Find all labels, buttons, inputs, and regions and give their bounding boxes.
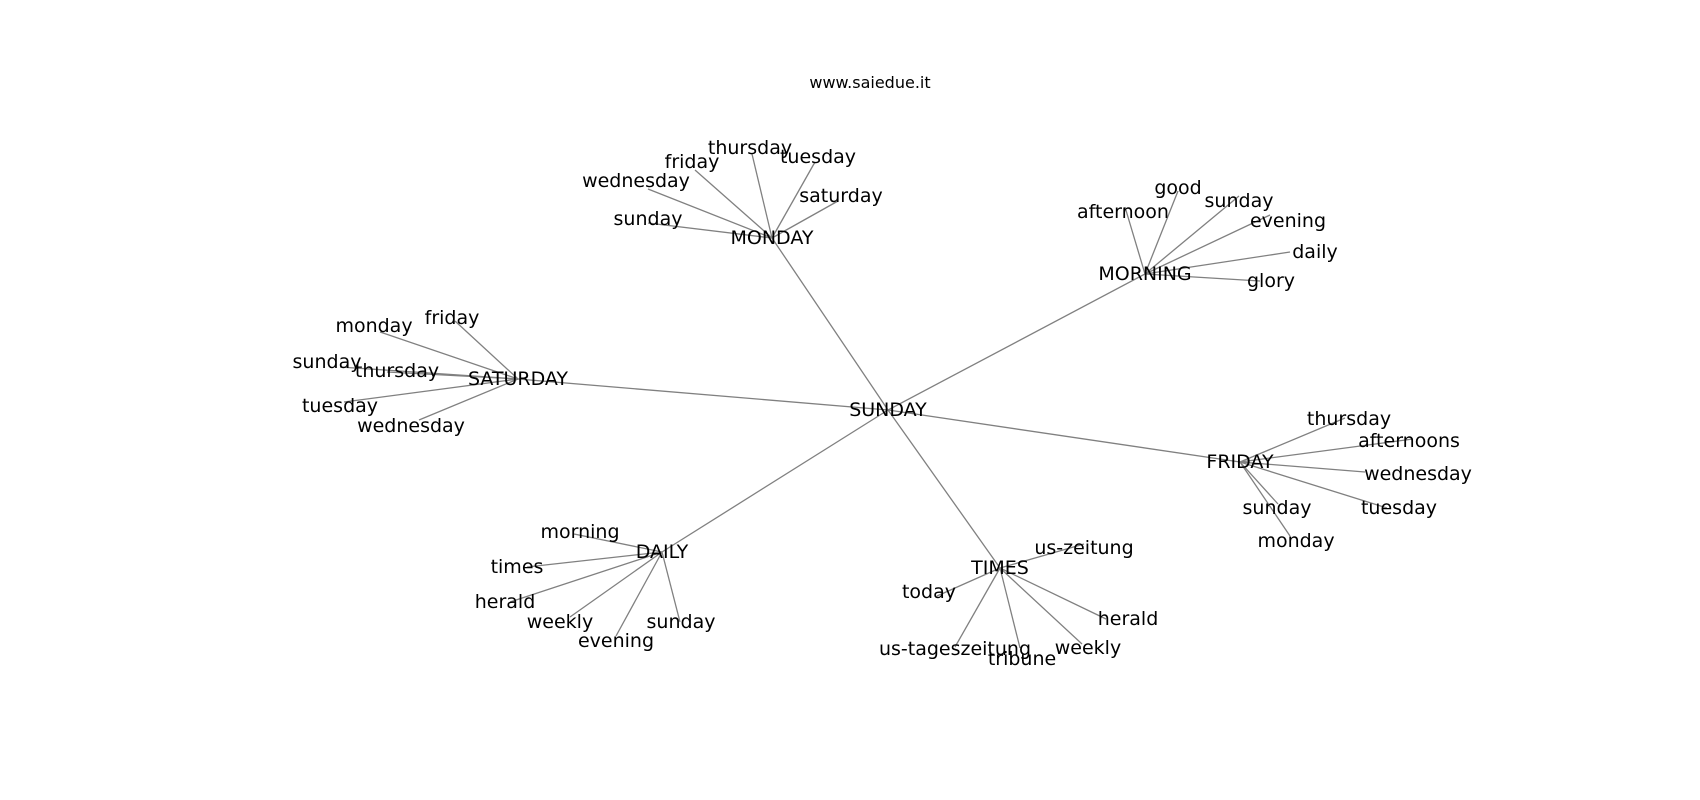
leaf-node-label: herald xyxy=(475,591,536,613)
edge-hub-to-leaf xyxy=(999,567,1107,620)
edge-hub-to-leaf xyxy=(999,567,1083,645)
edge-hub-to-leaf xyxy=(615,551,663,637)
hub-node-label: FRIDAY xyxy=(1206,451,1274,473)
site-caption: www.saiedue.it xyxy=(809,73,930,92)
leaf-node-label: monday xyxy=(335,315,412,337)
edge-hub-to-leaf xyxy=(509,551,663,603)
edge-hub-to-leaf xyxy=(1144,190,1179,275)
leaf-node-label: good xyxy=(1154,177,1201,199)
edge-root-to-hub xyxy=(887,409,1241,463)
edge-root-to-hub xyxy=(887,409,1001,569)
edge-hub-to-leaf xyxy=(573,533,663,553)
leaf-node-label: afternoon xyxy=(1077,201,1169,223)
leaf-node-label: saturday xyxy=(799,185,882,207)
edge-hub-to-leaf xyxy=(1144,214,1271,275)
leaf-node-label: wednesday xyxy=(357,415,465,437)
leaf-node-label: sunday xyxy=(1243,497,1312,519)
leaf-node-label: wednesday xyxy=(582,170,690,192)
edge-hub-to-leaf xyxy=(1239,461,1366,473)
edge-hub-to-leaf xyxy=(1239,461,1279,505)
leaf-node-label: afternoons xyxy=(1358,430,1460,452)
leaf-node-label: thursday xyxy=(1307,408,1391,430)
edge-hub-to-leaf xyxy=(1239,461,1388,509)
edge-hub-to-leaf xyxy=(647,222,773,239)
edge-hub-to-leaf xyxy=(771,200,839,239)
leaf-node-label: tribune xyxy=(988,648,1056,670)
leaf-node-label: friday xyxy=(665,151,720,173)
leaf-node-label: thursday xyxy=(708,137,792,159)
edge-hub-to-leaf xyxy=(1239,461,1291,537)
edge-root-to-hub xyxy=(887,273,1146,411)
leaf-node-label: tuesday xyxy=(302,395,378,417)
hub-node-label: SATURDAY xyxy=(468,368,568,390)
edge-hub-to-leaf xyxy=(936,567,1001,597)
edge-hub-to-leaf xyxy=(751,153,773,239)
edge-hub-to-leaf xyxy=(454,320,519,380)
edge-hub-to-leaf xyxy=(954,567,1001,648)
leaf-node-label: today xyxy=(902,581,956,603)
leaf-node-label: sunday xyxy=(1205,190,1274,212)
edge-hub-to-leaf xyxy=(379,331,519,380)
edge-root-to-hub xyxy=(517,378,889,411)
edge-hub-to-leaf xyxy=(526,551,663,568)
edge-hub-to-leaf xyxy=(418,378,519,421)
leaf-node-label: evening xyxy=(578,630,654,652)
hub-node-label: MORNING xyxy=(1098,263,1191,285)
edge-hub-to-leaf xyxy=(1239,417,1346,463)
leaf-node-label: herald xyxy=(1098,608,1159,630)
leaf-node-label: morning xyxy=(540,521,619,543)
edge-hub-to-leaf xyxy=(661,551,681,623)
labels-layer: SUNDAYMONDAYsundaywednesdayfridaythursda… xyxy=(293,137,1472,670)
edge-root-to-hub xyxy=(771,237,889,411)
edge-hub-to-leaf xyxy=(771,161,816,239)
leaf-node-label: daily xyxy=(1292,241,1338,263)
leaf-node-label: sunday xyxy=(293,351,362,373)
edge-root-to-hub xyxy=(661,409,889,553)
leaf-node-label: glory xyxy=(1247,270,1295,292)
leaf-node-label: evening xyxy=(1250,210,1326,232)
leaf-node-label: us-tageszeitung xyxy=(879,638,1031,660)
edge-hub-to-leaf xyxy=(999,543,1085,569)
hub-node-label: MONDAY xyxy=(731,227,814,249)
edge-hub-to-leaf xyxy=(343,378,519,403)
leaf-node-label: tuesday xyxy=(1361,497,1437,519)
edge-hub-to-leaf xyxy=(1144,273,1261,282)
edge-hub-to-leaf xyxy=(1239,438,1414,463)
edge-hub-to-leaf xyxy=(1124,206,1146,275)
edge-hub-to-leaf xyxy=(999,567,1021,649)
edges-layer xyxy=(339,153,1414,649)
leaf-node-label: sunday xyxy=(614,208,683,230)
leaf-node-label: friday xyxy=(425,307,480,329)
hub-node-label: TIMES xyxy=(970,557,1029,579)
leaf-node-label: monday xyxy=(1257,530,1334,552)
edge-hub-to-leaf xyxy=(1144,195,1240,275)
edge-hub-to-leaf xyxy=(647,188,773,239)
leaf-node-label: wednesday xyxy=(1364,463,1472,485)
leaf-node-label: times xyxy=(491,556,544,578)
edge-hub-to-leaf xyxy=(1144,251,1291,275)
edge-hub-to-leaf xyxy=(694,169,773,239)
leaf-node-label: thursday xyxy=(355,360,439,382)
leaf-node-label: tuesday xyxy=(780,146,856,168)
edge-hub-to-leaf xyxy=(386,371,519,380)
leaf-node-label: weekly xyxy=(1055,637,1121,659)
hub-node-label: DAILY xyxy=(636,541,689,563)
root-node-label: SUNDAY xyxy=(849,399,927,421)
leaf-node-label: sunday xyxy=(647,611,716,633)
edge-hub-to-leaf xyxy=(569,551,663,618)
leaf-node-label: us-zeitung xyxy=(1034,537,1133,559)
leaf-node-label: weekly xyxy=(527,611,593,633)
